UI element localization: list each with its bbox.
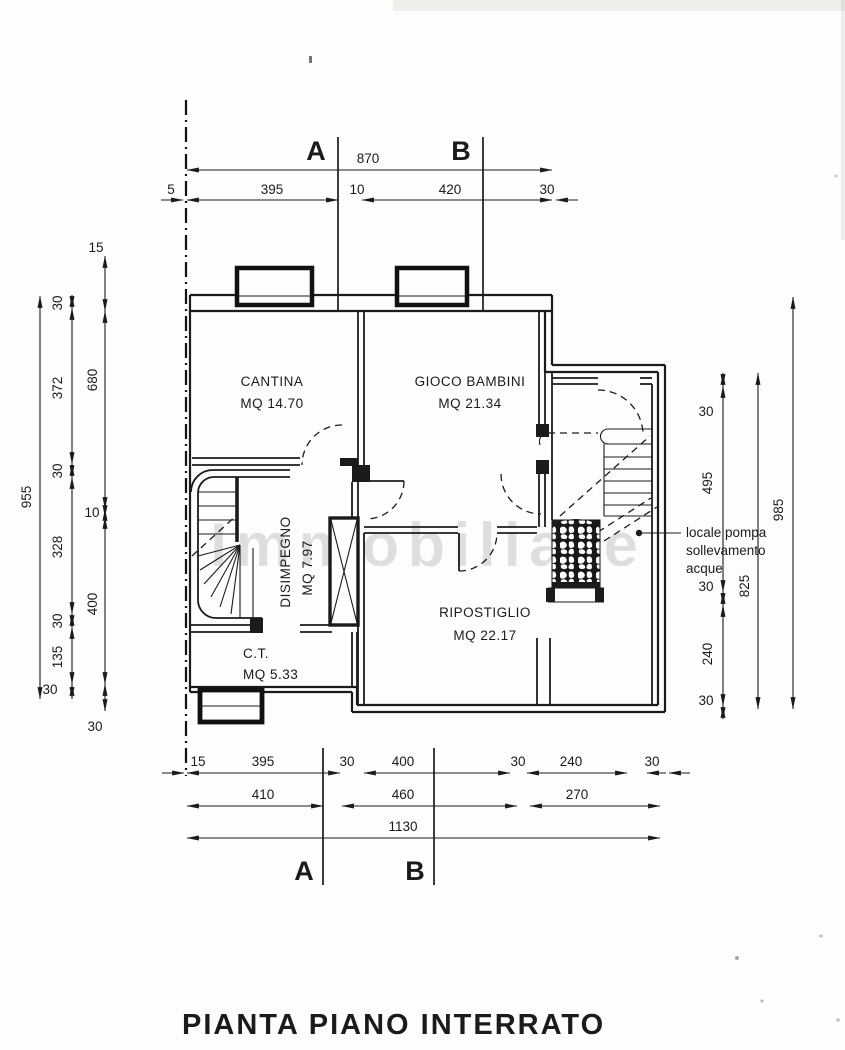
dim-top-395: 395 — [261, 182, 284, 197]
rubble-wall — [546, 519, 604, 603]
dim-bottom1-30b: 30 — [510, 754, 525, 769]
door-arc-disimpegno — [365, 480, 405, 520]
section-letter-b-top: B — [451, 136, 471, 166]
door-arc-cantina — [301, 424, 343, 466]
dim-left-inner-2: 10 — [84, 505, 99, 520]
dim-left-mid-2: 30 — [50, 463, 65, 478]
elevator-shaft — [328, 516, 360, 627]
section-letter-b-bottom: B — [405, 856, 425, 886]
dim-right-outer: 985 — [771, 499, 786, 522]
drawing-title: PIANTA PIANO INTERRATO — [182, 1009, 605, 1041]
dimension-lines — [37, 167, 796, 841]
pompa-leader — [635, 529, 681, 537]
dim-bottom1-30c: 30 — [644, 754, 659, 769]
dim-top-30: 30 — [539, 182, 554, 197]
dim-left-mid-0: 30 — [50, 295, 65, 310]
door-arc-stair — [597, 389, 644, 436]
pompa-label-line2: sollevamento — [686, 543, 766, 558]
room-area-gioco: MQ 21.34 — [438, 396, 501, 411]
dim-left-inner-1: 680 — [85, 369, 100, 392]
dim-top-total: 870 — [357, 151, 380, 166]
dim-right-mid: 825 — [737, 575, 752, 598]
section-letters: A B A B — [294, 136, 471, 886]
dim-top-10: 10 — [349, 182, 364, 197]
room-area-ct: MQ 5.33 — [243, 667, 298, 682]
pompa-label-line3: acque — [686, 561, 723, 576]
room-label-gioco: GIOCO BAMBINI — [415, 374, 526, 389]
room-area-ripostiglio: MQ 22.17 — [453, 628, 516, 643]
room-area-cantina: MQ 14.70 — [240, 396, 303, 411]
dim-right-inner-4: 30 — [698, 693, 713, 708]
dim-bottom3-1130: 1130 — [388, 819, 417, 834]
dim-left-outer: 955 — [19, 486, 34, 509]
dim-right-inner-0: 30 — [698, 404, 713, 419]
dim-left-mid-6: 30 — [42, 682, 57, 697]
interior-walls — [190, 311, 653, 705]
dim-left-mid-5: 135 — [50, 646, 65, 669]
dim-left-inner-4: 30 — [87, 719, 102, 734]
dim-top-420: 420 — [439, 182, 462, 197]
dim-right-inner-3: 240 — [700, 643, 715, 666]
dim-left-inner-0: 15 — [88, 240, 103, 255]
room-labels: CANTINA MQ 14.70 GIOCO BAMBINI MQ 21.34 … — [240, 374, 766, 682]
stairs-winder — [191, 477, 254, 618]
dim-bottom2-460: 460 — [392, 787, 415, 802]
dimension-labels: 870 5 395 10 420 30 955 30 372 30 328 30… — [19, 151, 786, 834]
room-label-disimpegno: DISIMPEGNO — [278, 516, 293, 607]
room-area-disimpegno: MQ 7.97 — [300, 540, 315, 595]
section-letter-a-top: A — [306, 136, 326, 166]
room-label-ripostiglio: RIPOSTIGLIO — [439, 605, 531, 620]
room-label-ct: C.T. — [243, 646, 269, 661]
dim-bottom2-270: 270 — [566, 787, 589, 802]
window-top-right — [394, 265, 470, 308]
dim-bottom1-30a: 30 — [339, 754, 354, 769]
dim-top-5: 5 — [167, 182, 175, 197]
stairs-straight — [538, 428, 658, 542]
dim-bottom2-410: 410 — [252, 787, 275, 802]
dim-left-inner-3: 400 — [85, 593, 100, 616]
room-label-cantina: CANTINA — [241, 374, 304, 389]
dim-right-inner-2: 30 — [698, 579, 713, 594]
dim-bottom1-395: 395 — [252, 754, 275, 769]
dim-bottom1-400: 400 — [392, 754, 415, 769]
dim-left-mid-3: 328 — [50, 536, 65, 559]
door-arc-gioco — [500, 473, 542, 515]
dim-bottom1-240: 240 — [560, 754, 583, 769]
dim-left-mid-4: 30 — [50, 613, 65, 628]
section-letter-a-bottom: A — [294, 856, 314, 886]
door-arc-ripostiglio — [458, 532, 498, 572]
dim-left-mid-1: 372 — [50, 377, 65, 400]
window-top-left — [234, 265, 315, 308]
door-arcs — [301, 389, 644, 572]
dim-right-inner-1: 495 — [700, 472, 715, 495]
pompa-label-line1: locale pompa — [686, 525, 767, 540]
dim-bottom1-15: 15 — [190, 754, 205, 769]
windows — [197, 265, 470, 725]
